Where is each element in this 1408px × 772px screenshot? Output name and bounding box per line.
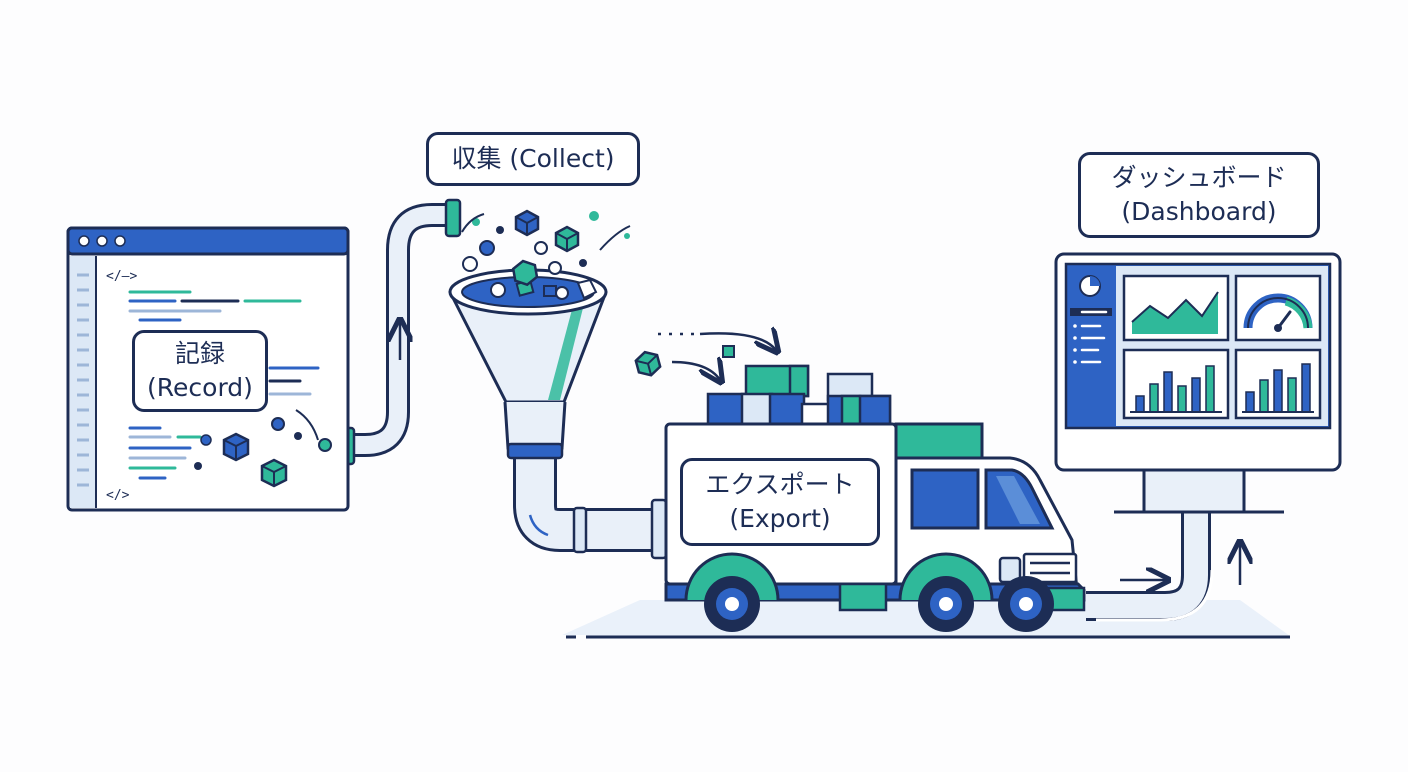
label-export-ja: エクスポート: [705, 470, 855, 499]
cube-icon: [554, 225, 580, 253]
dashboard-monitor: [1054, 252, 1342, 514]
label-record-en: (Record): [147, 373, 253, 402]
label-export: エクスポート (Export): [680, 458, 880, 546]
cube-icon: [511, 259, 539, 287]
label-dashboard-en: (Dashboard): [1121, 197, 1277, 226]
pipe-export-to-dashboard: [1086, 512, 1240, 622]
label-record-ja: 記録: [174, 339, 225, 368]
cargo: [706, 364, 892, 428]
cube-icon: [260, 458, 288, 488]
window-dot-icon: [96, 235, 108, 247]
window-dot-icon: [78, 235, 90, 247]
code-open-tag: </—>: [106, 269, 137, 284]
wheel-icon: [704, 576, 760, 632]
label-export-en: (Export): [729, 504, 831, 533]
label-record: 記録 (Record): [132, 330, 268, 412]
code-lines: [128, 290, 320, 480]
cube-icon: [514, 209, 540, 237]
wheel-icon: [998, 576, 1054, 632]
data-particles-record: [194, 409, 332, 488]
label-collect-text: 収集 (Collect): [451, 144, 615, 173]
data-particles-collect: [461, 209, 631, 287]
wheel-icon: [918, 576, 974, 632]
cube-icon: [634, 350, 662, 377]
label-collect: 収集 (Collect): [426, 132, 640, 186]
cube-icon: [222, 432, 250, 462]
label-dashboard: ダッシュボード (Dashboard): [1078, 152, 1320, 238]
window-dot-icon: [114, 235, 126, 247]
code-close-tag: </>: [106, 488, 130, 503]
data-particles-export: [634, 333, 776, 380]
label-dashboard-ja: ダッシュボード: [1111, 163, 1287, 192]
funnel: [448, 268, 668, 560]
